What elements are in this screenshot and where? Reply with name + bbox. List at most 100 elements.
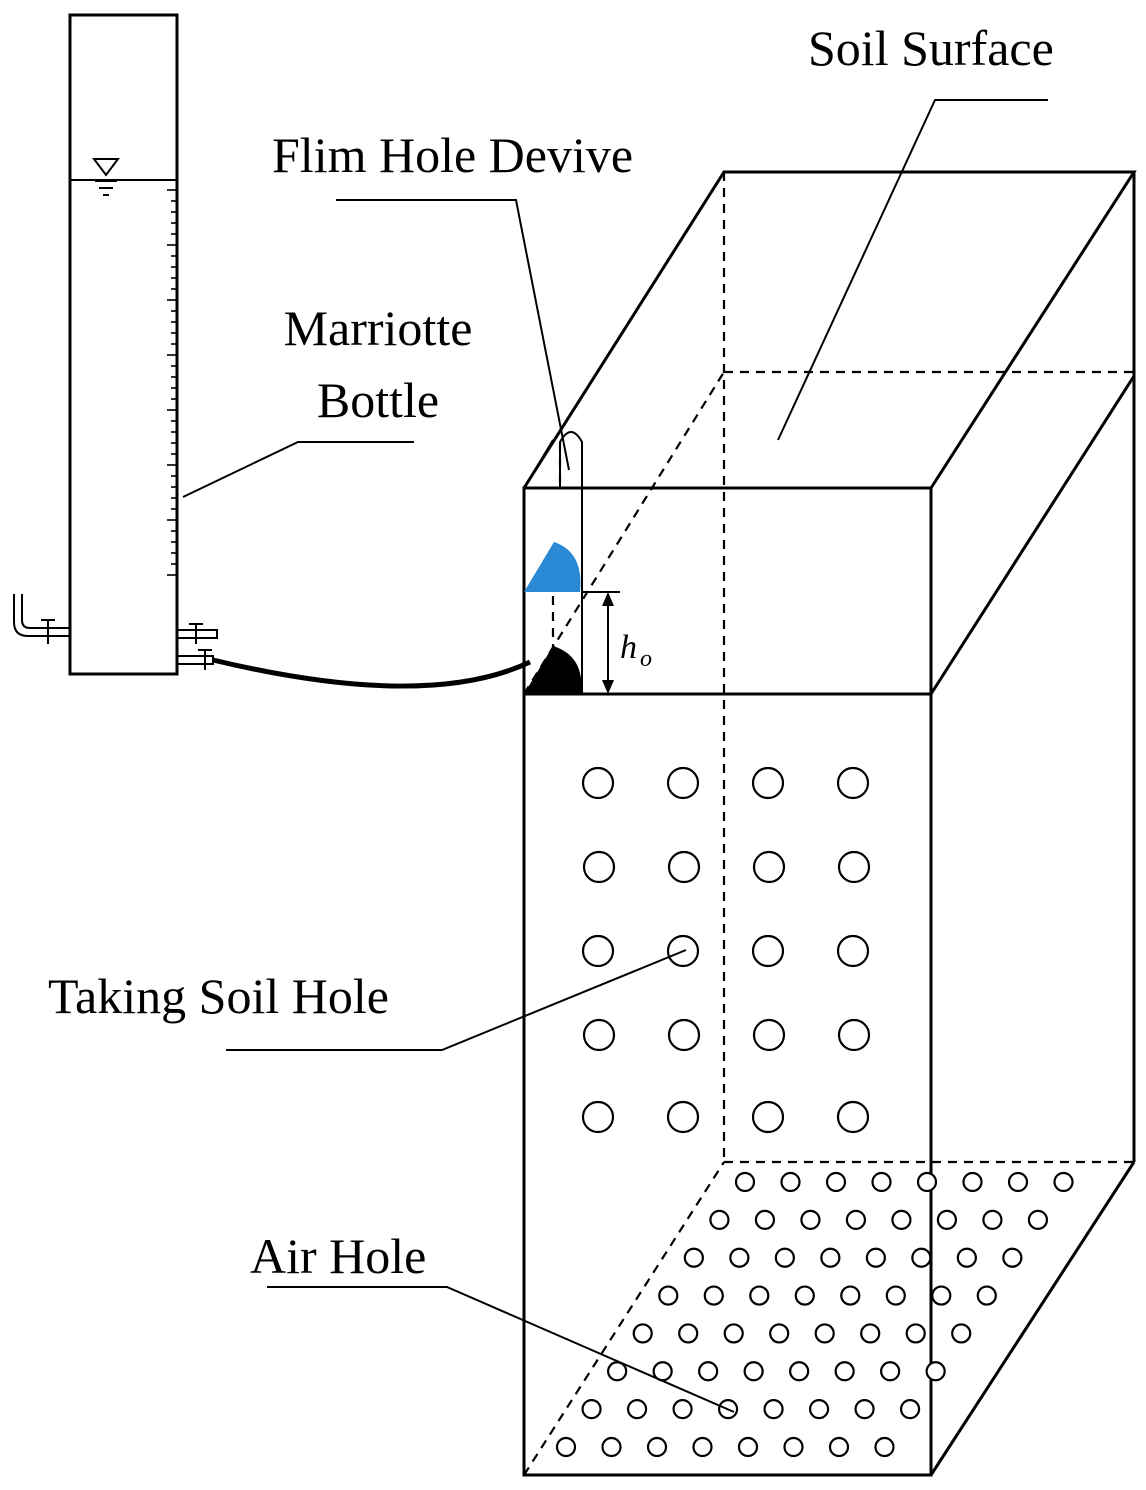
bottle-body <box>68 13 179 676</box>
air-hole <box>865 1247 886 1268</box>
right-upper-valve <box>176 623 218 644</box>
film-hole-leader <box>336 199 570 471</box>
air-hole-label: Air Hole <box>250 1228 426 1284</box>
taking-soil-hole <box>836 1100 870 1134</box>
air-hole <box>783 1436 804 1458</box>
soil-surface-label: Soil Surface <box>808 20 1054 76</box>
air-hole <box>709 1209 730 1230</box>
air-hole <box>749 1285 770 1306</box>
air-hole <box>834 1361 855 1382</box>
air-hole <box>683 1247 704 1268</box>
air-hole <box>1007 1171 1029 1193</box>
marriotte-label-line1: Marriotte <box>284 300 473 356</box>
air-hole <box>780 1171 801 1193</box>
air-hole <box>885 1285 906 1306</box>
marriotte-leader <box>182 441 414 498</box>
air-hole <box>789 1361 810 1382</box>
taking-soil-hole <box>666 1100 700 1134</box>
taking-soil-hole <box>581 1100 615 1134</box>
air-hole <box>723 1323 744 1344</box>
taking-soil-hole <box>667 1018 701 1052</box>
air-hole <box>734 1171 756 1193</box>
taking-soil-hole <box>836 934 870 968</box>
air-hole <box>951 1323 972 1344</box>
film-hole-device-label: Flim Hole Devive <box>272 127 633 183</box>
left-air-tube <box>13 594 70 644</box>
film-hole-water <box>524 542 581 592</box>
soil-box <box>522 170 1137 1477</box>
h-subscript: o <box>640 646 652 672</box>
air-hole <box>1002 1247 1023 1268</box>
air-hole <box>774 1247 795 1268</box>
air-hole <box>925 1361 946 1382</box>
taking-soil-hole <box>582 1018 616 1052</box>
air-hole <box>800 1209 821 1230</box>
air-hole <box>982 1209 1003 1230</box>
air-hole <box>891 1209 912 1230</box>
air-hole <box>911 1247 932 1268</box>
air-hole <box>1053 1171 1074 1193</box>
marriotte-bottle <box>13 13 218 676</box>
taking-soil-hole <box>752 850 786 884</box>
air-hole <box>763 1399 784 1420</box>
air-hole <box>646 1436 668 1458</box>
air-hole <box>678 1323 699 1344</box>
air-hole <box>737 1436 759 1458</box>
air-hole <box>754 1209 776 1230</box>
supply-hose <box>212 657 532 689</box>
taking-soil-hole <box>752 1018 786 1052</box>
air-hole <box>1027 1209 1049 1230</box>
taking-soil-hole <box>836 766 870 800</box>
air-hole <box>976 1285 997 1306</box>
air-hole <box>828 1436 850 1458</box>
air-hole <box>743 1361 764 1382</box>
air-hole <box>916 1171 938 1193</box>
film-hole-device: h o <box>523 431 652 694</box>
air-hole-leader <box>267 1286 735 1413</box>
soil-surface-right-line <box>929 375 1136 695</box>
air-hole <box>874 1436 895 1458</box>
taking-soil-hole <box>581 766 615 800</box>
box-top-face <box>522 170 1137 489</box>
air-hole <box>845 1209 867 1230</box>
air-hole <box>769 1323 790 1344</box>
air-hole <box>632 1323 653 1344</box>
air-hole <box>854 1399 875 1420</box>
air-hole <box>692 1436 713 1458</box>
taking-soil-hole <box>582 850 616 884</box>
taking-soil-hole <box>667 850 701 884</box>
air-hole <box>794 1285 815 1306</box>
h-label: h <box>620 629 637 666</box>
soil-surface-leader <box>777 99 1048 441</box>
air-hole <box>626 1399 648 1420</box>
bottle-scale-ticks <box>167 189 177 576</box>
air-hole <box>555 1436 577 1458</box>
taking-soil-hole-label: Taking Soil Hole <box>48 968 389 1024</box>
air-hole <box>703 1285 724 1306</box>
air-hole <box>905 1323 926 1344</box>
right-lower-valve <box>176 649 214 670</box>
air-hole <box>956 1247 977 1268</box>
air-hole <box>880 1361 901 1382</box>
air-hole <box>871 1171 892 1193</box>
box-front-face <box>522 486 933 1477</box>
air-hole <box>962 1171 983 1193</box>
air-hole <box>825 1171 847 1193</box>
air-hole <box>581 1399 602 1420</box>
taking-soil-hole <box>837 850 871 884</box>
air-hole <box>814 1323 835 1344</box>
leader-lines <box>182 99 1048 1413</box>
air-hole <box>601 1436 622 1458</box>
air-hole <box>936 1209 958 1230</box>
air-hole <box>607 1361 628 1382</box>
air-hole <box>808 1399 830 1420</box>
air-hole-grid <box>555 1171 1074 1458</box>
air-hole <box>931 1285 952 1306</box>
taking-soil-hole <box>751 934 785 968</box>
air-hole <box>658 1285 679 1306</box>
taking-soil-hole <box>666 766 700 800</box>
taking-soil-hole <box>581 934 615 968</box>
marriotte-label-line2: Bottle <box>317 372 439 428</box>
water-level-icon <box>92 158 120 196</box>
